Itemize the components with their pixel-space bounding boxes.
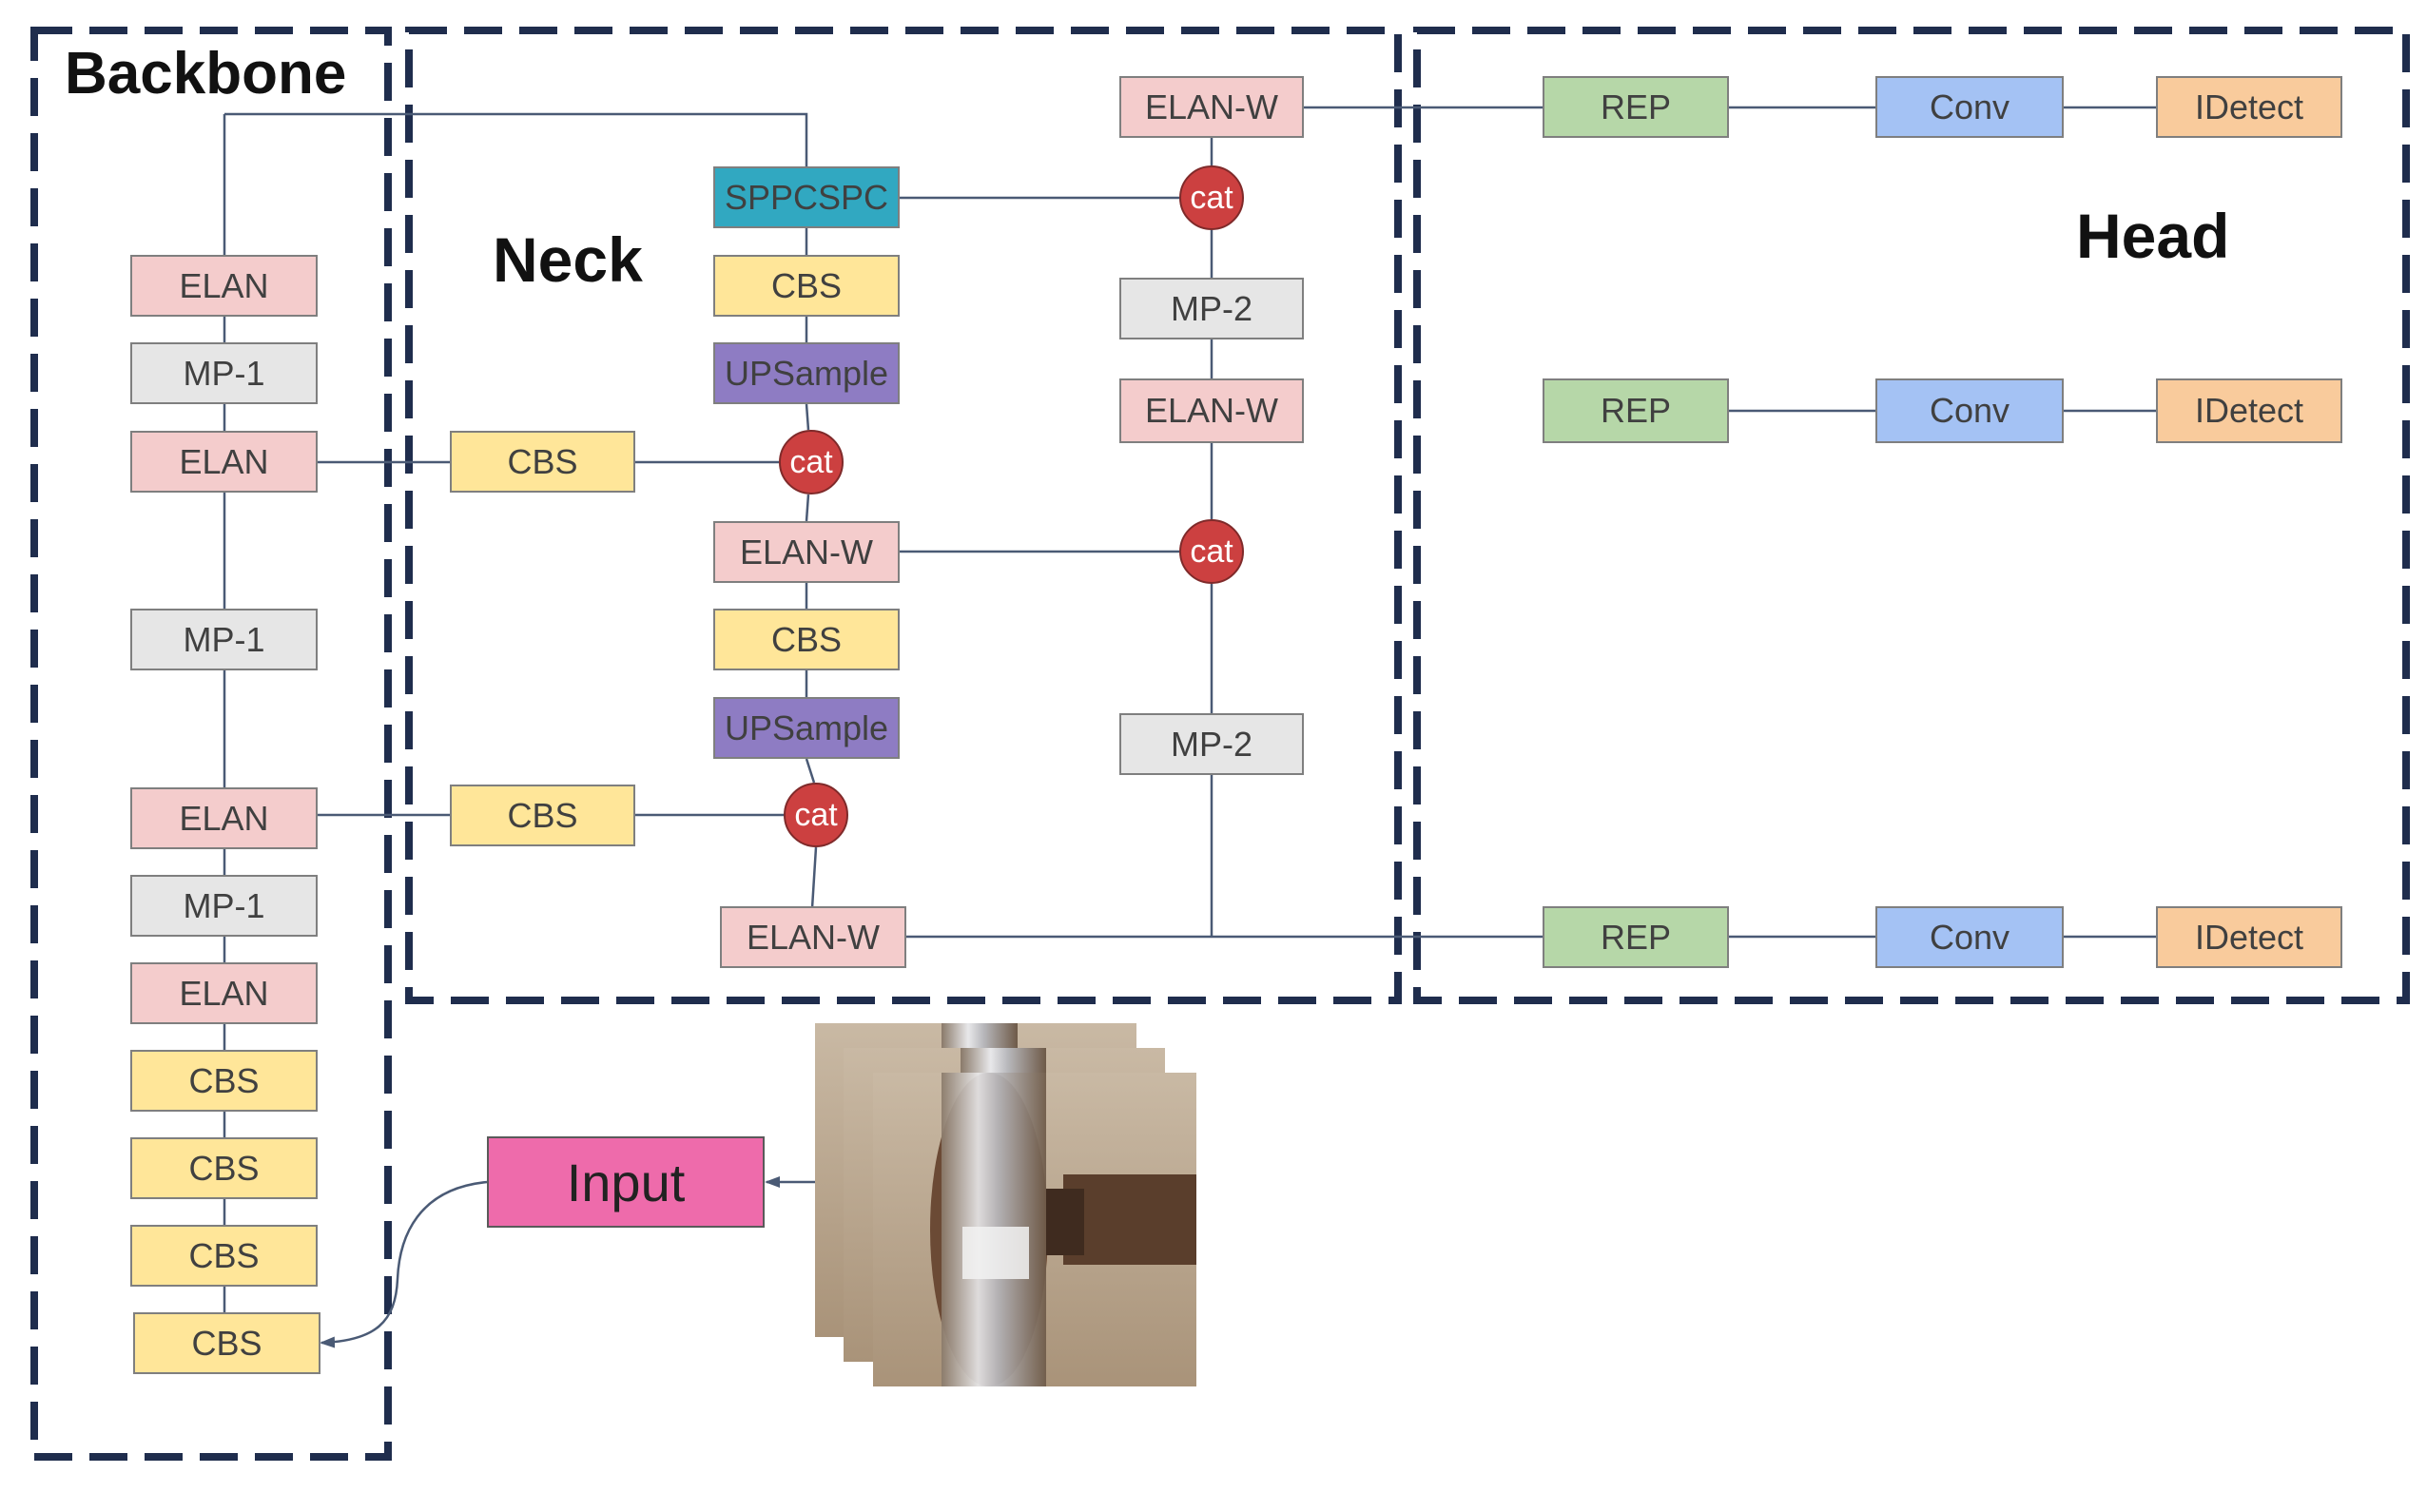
head-conv-3: Conv bbox=[1875, 906, 2064, 968]
backbone-cbs-3: CBS bbox=[130, 1225, 318, 1287]
neck-frame bbox=[405, 27, 1402, 1004]
neck-upsample-1: UPSample bbox=[713, 342, 900, 404]
head-frame bbox=[1413, 27, 2410, 1004]
backbone-elan-3: ELAN bbox=[130, 787, 318, 849]
neck-elanw-right-mid: ELAN-W bbox=[1119, 378, 1304, 443]
neck-cat-1: cat bbox=[779, 430, 844, 494]
neck-cbs-lateral-1: CBS bbox=[450, 431, 635, 493]
backbone-cbs-4: CBS bbox=[133, 1312, 320, 1374]
head-rep-3: REP bbox=[1543, 906, 1729, 968]
neck-cat-2: cat bbox=[784, 783, 848, 847]
head-idetect-3: IDetect bbox=[2156, 906, 2342, 968]
backbone-cbs-1: CBS bbox=[130, 1050, 318, 1112]
neck-title: Neck bbox=[493, 224, 643, 295]
backbone-elan-4: ELAN bbox=[130, 962, 318, 1024]
backbone-mp1-1: MP-1 bbox=[130, 342, 318, 404]
head-conv-1: Conv bbox=[1875, 76, 2064, 138]
input-photo-front bbox=[873, 1073, 1196, 1386]
backbone-frame bbox=[30, 27, 392, 1461]
wires bbox=[223, 106, 2156, 1348]
backbone-mp1-2: MP-1 bbox=[130, 609, 318, 670]
head-rep-2: REP bbox=[1543, 378, 1729, 443]
neck-elanw-bottom: ELAN-W bbox=[720, 906, 906, 968]
head-idetect-2: IDetect bbox=[2156, 378, 2342, 443]
head-title: Head bbox=[2076, 201, 2230, 271]
neck-cbs-top: CBS bbox=[713, 255, 900, 317]
neck-cbs-mid: CBS bbox=[713, 609, 900, 670]
neck-sppcspc: SPPCSPC bbox=[713, 166, 900, 228]
backbone-cbs-2: CBS bbox=[130, 1137, 318, 1199]
input-image-stack bbox=[815, 1023, 1196, 1386]
neck-mp2-top: MP-2 bbox=[1119, 278, 1304, 339]
neck-mp2-bottom: MP-2 bbox=[1119, 713, 1304, 775]
neck-elanw-mid: ELAN-W bbox=[713, 521, 900, 583]
backbone-mp1-3: MP-1 bbox=[130, 875, 318, 937]
head-conv-2: Conv bbox=[1875, 378, 2064, 443]
head-idetect-1: IDetect bbox=[2156, 76, 2342, 138]
section-frames bbox=[30, 27, 2410, 1461]
backbone-elan-2: ELAN bbox=[130, 431, 318, 493]
backbone-elan-1: ELAN bbox=[130, 255, 318, 317]
neck-cat-right-mid: cat bbox=[1179, 519, 1244, 584]
backbone-title: Backbone bbox=[65, 41, 347, 107]
neck-cat-top-right: cat bbox=[1179, 165, 1244, 230]
head-rep-1: REP bbox=[1543, 76, 1729, 138]
neck-cbs-lateral-2: CBS bbox=[450, 785, 635, 846]
neck-upsample-2: UPSample bbox=[713, 697, 900, 759]
input-block: Input bbox=[487, 1136, 765, 1228]
neck-elanw-top-right: ELAN-W bbox=[1119, 76, 1304, 138]
